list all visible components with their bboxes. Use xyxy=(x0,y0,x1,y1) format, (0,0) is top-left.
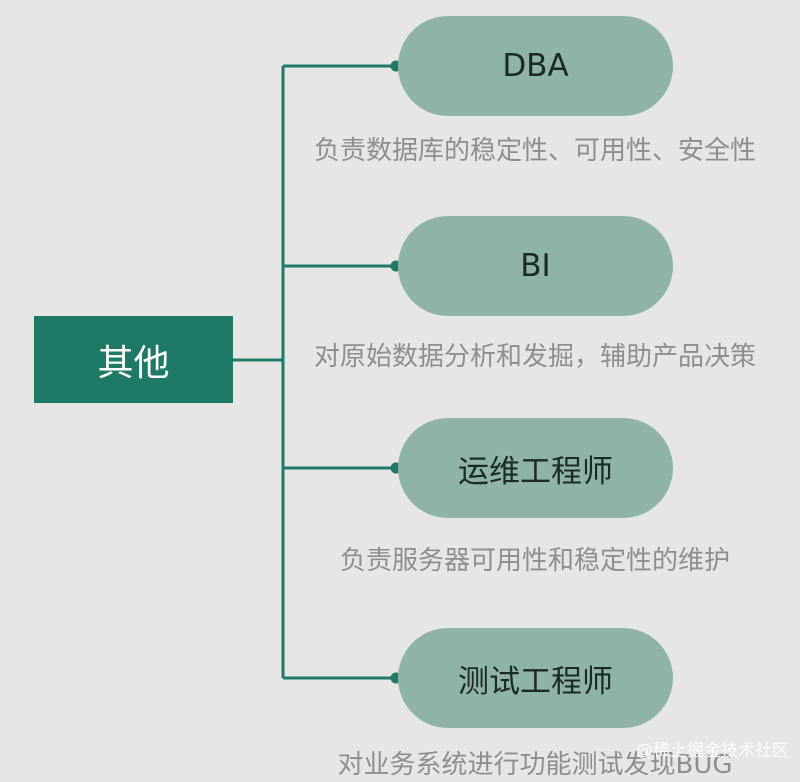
branch-node-title: DBA xyxy=(502,48,569,84)
branch-node-title: BI xyxy=(520,248,551,284)
watermark: @稀土掘金技术社区 xyxy=(636,741,789,761)
root-node: 其他 xyxy=(34,316,233,403)
branch-description-bi: 对原始数据分析和发掘，辅助产品决策 xyxy=(313,342,756,372)
branch-node-title: 测试工程师 xyxy=(458,663,613,700)
branch-node-dba: DBA xyxy=(398,16,673,116)
branch-description-dba: 负责数据库的稳定性、可用性、安全性 xyxy=(313,136,756,166)
branch-node-bi: BI xyxy=(398,216,673,316)
branch-node-test-engineer: 测试工程师 xyxy=(398,628,673,728)
branch-description-ops-engineer: 负责服务器可用性和稳定性的维护 xyxy=(339,546,730,576)
branch-description-test-engineer: 对业务系统进行功能测试发现BUG xyxy=(337,750,733,780)
root-node-label: 其他 xyxy=(97,342,170,384)
branch-node-ops-engineer: 运维工程师 xyxy=(398,418,673,518)
branch-node-title: 运维工程师 xyxy=(458,453,613,490)
